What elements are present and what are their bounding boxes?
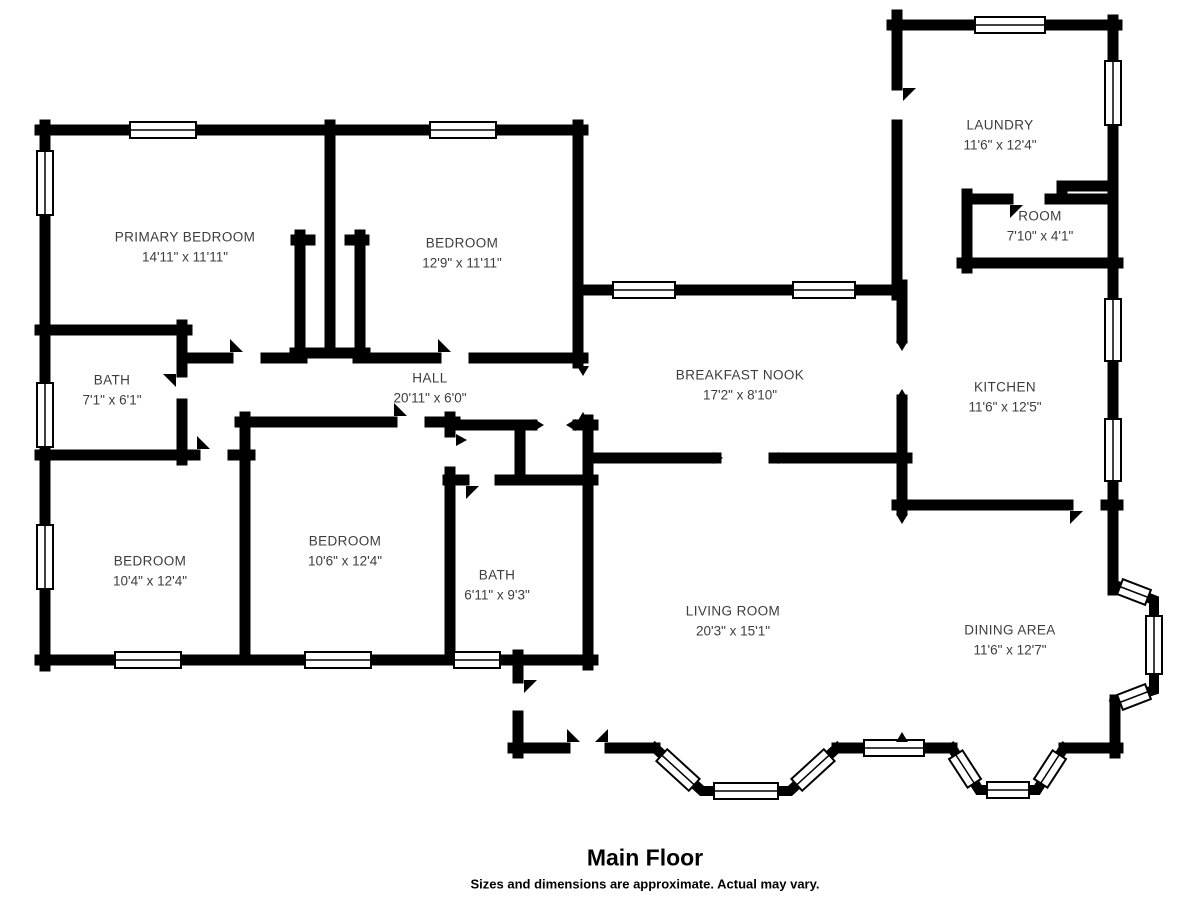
window-symbol bbox=[1115, 682, 1153, 712]
door-marker bbox=[1070, 511, 1083, 524]
door-marker bbox=[567, 729, 580, 742]
room-dims: 7'10" x 4'1" bbox=[1006, 228, 1074, 243]
room-dims: 14'11" x 11'11" bbox=[141, 249, 229, 264]
window-symbol bbox=[429, 121, 497, 139]
window-symbol bbox=[863, 739, 925, 757]
room-label-primary-bedroom: PRIMARY BEDROOM 14'11" x 11'11" bbox=[115, 227, 256, 266]
door-marker bbox=[438, 339, 451, 352]
room-name: LIVING ROOM bbox=[685, 603, 781, 619]
opening-marker bbox=[896, 341, 908, 351]
opening-marker bbox=[577, 412, 589, 422]
door-marker bbox=[466, 486, 479, 499]
room-label-living-room: LIVING ROOM 20'3" x 15'1" bbox=[686, 601, 780, 640]
window-symbol bbox=[789, 747, 837, 793]
opening-marker bbox=[896, 732, 908, 742]
door-marker bbox=[197, 436, 210, 449]
window-symbol bbox=[612, 281, 676, 299]
opening-marker bbox=[769, 452, 779, 464]
room-label-hall: HALL 20'11" x 6'0" bbox=[393, 368, 466, 407]
room-label-laundry: LAUNDRY 11'6" x 12'4" bbox=[963, 115, 1036, 154]
opening-marker bbox=[534, 419, 544, 431]
window-symbol bbox=[713, 782, 779, 800]
window-symbol bbox=[36, 382, 54, 448]
door-marker bbox=[456, 434, 467, 446]
room-name: BREAKFAST NOOK bbox=[675, 367, 805, 383]
room-dims: 11'6" x 12'5" bbox=[968, 399, 1042, 414]
door-marker bbox=[524, 680, 537, 693]
window-symbol bbox=[1104, 60, 1122, 126]
opening-marker bbox=[577, 366, 589, 376]
window-symbol bbox=[654, 747, 702, 793]
room-name: BATH bbox=[93, 372, 131, 388]
window-symbol bbox=[1115, 577, 1153, 607]
room-dims: 20'3" x 15'1" bbox=[695, 623, 771, 638]
plan-title: Main Floor bbox=[586, 844, 704, 871]
room-label-bedroom-1: BEDROOM 12'9" x 11'11" bbox=[422, 233, 502, 272]
room-label-dining-area: DINING AREA 11'6" x 12'7" bbox=[964, 620, 1055, 659]
window-symbol bbox=[1104, 298, 1122, 362]
opening-marker bbox=[896, 389, 908, 399]
room-name: LAUNDRY bbox=[966, 117, 1034, 133]
window-symbol bbox=[36, 524, 54, 590]
room-label-bath-2: BATH 6'11" x 9'3" bbox=[464, 565, 530, 604]
room-label-bedroom-2: BEDROOM 10'4" x 12'4" bbox=[113, 551, 187, 590]
door-marker bbox=[903, 88, 916, 101]
door-marker bbox=[1010, 205, 1023, 218]
room-name: PRIMARY BEDROOM bbox=[114, 229, 256, 245]
window-symbol bbox=[114, 651, 182, 669]
window-symbol bbox=[974, 16, 1046, 34]
door-marker bbox=[230, 339, 243, 352]
door-marker bbox=[394, 403, 407, 416]
plan-disclaimer: Sizes and dimensions are approximate. Ac… bbox=[470, 876, 820, 892]
window-symbol bbox=[947, 749, 983, 789]
window-symbol bbox=[453, 651, 501, 669]
room-dims: 12'9" x 11'11" bbox=[422, 255, 502, 270]
room-dims: 7'1" x 6'1" bbox=[82, 392, 142, 407]
room-dims: 11'6" x 12'4" bbox=[963, 137, 1037, 152]
windows-group bbox=[36, 16, 1163, 800]
room-dims: 20'11" x 6'0" bbox=[393, 390, 467, 405]
window-symbol bbox=[986, 781, 1030, 799]
room-label-breakfast-nook: BREAKFAST NOOK 17'2" x 8'10" bbox=[676, 365, 804, 404]
window-symbol bbox=[792, 281, 856, 299]
window-symbol bbox=[1145, 615, 1163, 675]
window-symbol bbox=[36, 150, 54, 216]
room-dims: 17'2" x 8'10" bbox=[702, 387, 778, 402]
room-label-kitchen: KITCHEN 11'6" x 12'5" bbox=[968, 377, 1041, 416]
room-name: HALL bbox=[412, 370, 448, 386]
room-label-room: ROOM 7'10" x 4'1" bbox=[1007, 206, 1074, 245]
room-name: BATH bbox=[478, 567, 516, 583]
opening-marker bbox=[713, 452, 723, 464]
door-marker bbox=[163, 374, 176, 387]
room-dims: 10'6" x 12'4" bbox=[307, 553, 383, 568]
room-dims: 11'6" x 12'7" bbox=[973, 642, 1047, 657]
window-symbol bbox=[1104, 418, 1122, 482]
opening-marker bbox=[566, 419, 576, 431]
room-label-bath-1: BATH 7'1" x 6'1" bbox=[82, 370, 141, 409]
room-dims: 10'4" x 12'4" bbox=[112, 573, 188, 588]
room-name: KITCHEN bbox=[973, 379, 1037, 395]
window-symbol bbox=[1032, 749, 1068, 789]
room-name: BEDROOM bbox=[425, 235, 499, 251]
room-name: BEDROOM bbox=[308, 533, 382, 549]
wall-left-wing-interior bbox=[34, 119, 599, 671]
room-name: DINING AREA bbox=[964, 622, 1056, 638]
door-marker bbox=[595, 729, 608, 742]
room-dims: 6'11" x 9'3" bbox=[464, 587, 530, 602]
room-name: BEDROOM bbox=[113, 553, 187, 569]
window-symbol bbox=[129, 121, 197, 139]
door-markers-group bbox=[163, 88, 1083, 742]
room-label-bedroom-3: BEDROOM 10'6" x 12'4" bbox=[308, 531, 382, 570]
opening-marker bbox=[896, 514, 908, 524]
room-name: ROOM bbox=[1018, 208, 1062, 224]
window-symbol bbox=[304, 651, 372, 669]
